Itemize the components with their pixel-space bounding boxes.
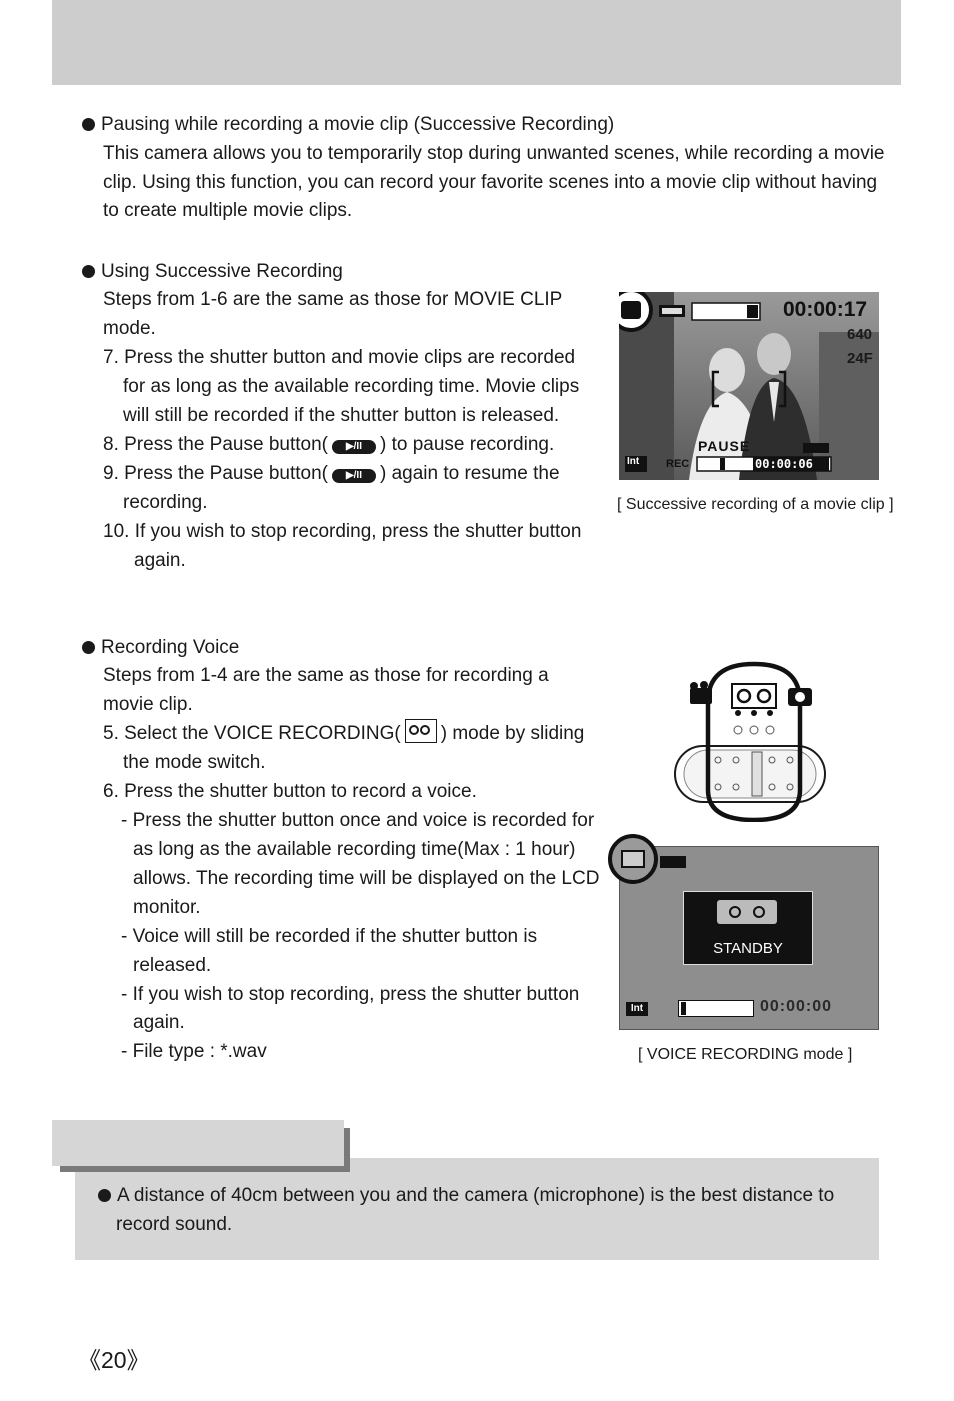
bullet-icon [82,118,95,131]
section2-line-2: mode. [103,318,156,339]
lcd1-pause-label: PAUSE [698,438,751,454]
section3-line-2: movie clip. [103,694,193,715]
section2-step7: 7. Press the shutter button and movie cl… [103,347,576,368]
section2-step7-cont1: for as long as the available recording t… [123,376,580,397]
battery-icon [660,856,686,868]
mode-switch-diagram [674,661,826,823]
pause-play-button-icon: ▶/II [331,440,376,454]
internal-memory-icon: Int [627,456,640,467]
section2-step9: 9. Press the Pause button(▶/II) again to… [103,463,560,484]
section2-step8: 8. Press the Pause button(▶/II) to pause… [103,434,555,455]
section3-dash1-cont2: allows. The recording time will be displ… [133,868,600,889]
section2-heading: Using Successive Recording [82,257,343,286]
lcd-voice-recording: STANDBY Int 00:00:00 [619,846,879,1030]
left-guillemet-icon: 《 [78,1347,101,1373]
note-line-1: A distance of 40cm between you and the c… [98,1181,834,1210]
section2-step10-cont: again. [134,550,186,571]
lcd2-recording-time: 00:00:00 [760,998,833,1015]
section3-step5-cont: the mode switch. [123,752,266,773]
section3-step6: 6. Press the shutter button to record a … [103,781,477,802]
recording-progress-fill [681,1002,686,1015]
section1-line-3: to create multiple movie clips. [103,200,353,221]
section3-line-1: Steps from 1-4 are the same as those for… [103,665,549,686]
standby-label: STANDBY [713,940,783,957]
note-box [75,1158,879,1260]
section2-step9-cont: recording. [123,492,208,513]
note-line-2: record sound. [116,1214,233,1235]
section1-heading: Pausing while recording a movie clip (Su… [82,110,614,139]
section2-step7-cont2: will still be recorded if the shutter bu… [123,405,560,426]
bullet-icon [82,265,95,278]
section1-line-2: clip. Using this function, you can recor… [103,172,878,193]
internal-memory-icon: Int [626,1002,648,1016]
pause-play-button-icon: ▶/II [331,469,376,483]
header-band [52,0,901,85]
section3-dash1-cont3: monitor. [133,897,201,918]
lcd1-recording-time: 00:00:17 [783,298,868,321]
cassette-reel-left [729,906,741,918]
section3-dash1: - Press the shutter button once and voic… [121,810,595,831]
section1-line-1: This camera allows you to temporarily st… [103,143,885,164]
lcd1-resolution: 640 [847,326,873,343]
page-number: 《20》 [78,1347,150,1373]
section3-dash2: - Voice will still be recorded if the sh… [121,926,538,947]
cassette-reel-right [753,906,765,918]
movie-mode-highlight-circle [619,292,653,332]
section2-step10: 10. If you wish to stop recording, press… [103,521,582,542]
standby-panel: STANDBY [683,891,813,965]
voice-recording-icon [621,850,645,868]
bullet-icon [98,1189,111,1202]
cassette-icon [717,900,777,924]
bullet-icon [82,641,95,654]
lcd1-rec-label: REC [666,458,690,470]
section3-heading: Recording Voice [82,633,239,662]
lcd1-rec-time: 00:00:06 [755,457,813,471]
movie-camera-icon [621,301,641,319]
lcd2-caption: [ VOICE RECORDING mode ] [638,1046,853,1063]
note-tab [52,1120,344,1166]
lcd-scene-photo [619,292,879,480]
voice-recording-mode-icon [404,719,437,743]
section3-dash1-cont1: as long as the available recording time(… [133,839,576,860]
section3-dash3: - If you wish to stop recording, press t… [121,984,580,1005]
section3-step5: 5. Select the VOICE RECORDING() mode by … [103,719,584,748]
recording-progress-bar [678,1000,754,1017]
lcd1-frame-rate: 24F [847,350,873,367]
section3-dash2-cont: released. [133,955,212,976]
section2-line-1: Steps from 1-6 are the same as those for… [103,289,563,310]
mode-switch-illustration [672,660,832,823]
section3-dash4: - File type : *.wav [121,1041,267,1062]
section3-dash3-cont: again. [133,1012,185,1033]
lcd-successive-recording: 00:00:17 640 24F PAUSE Int REC 00:00:06 [619,292,879,480]
right-guillemet-icon: 》 [126,1347,150,1373]
lcd1-caption: [ Successive recording of a movie clip ] [617,496,894,513]
voice-mode-highlight-circle [608,834,658,884]
